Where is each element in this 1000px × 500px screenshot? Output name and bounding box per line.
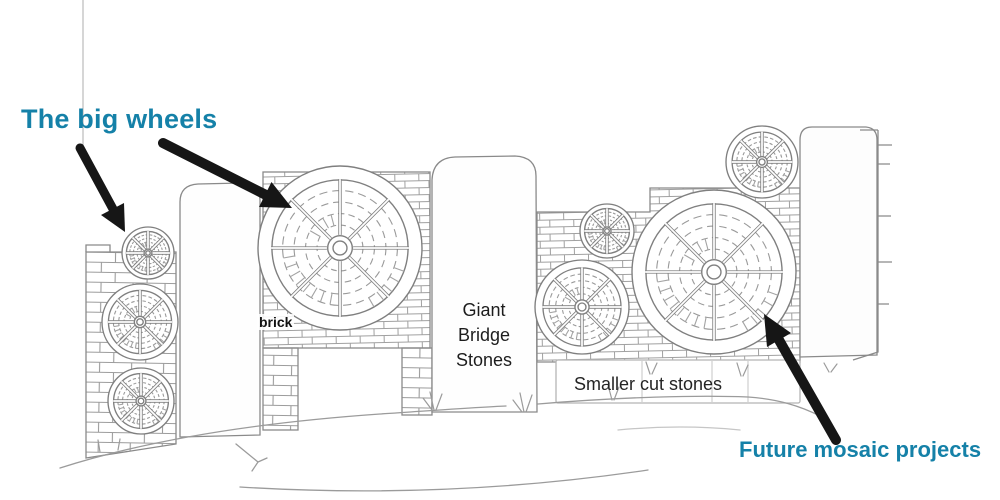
wheel-mid-medium <box>534 259 630 355</box>
arrow-to-central-wheel <box>158 138 292 208</box>
ground-lines <box>59 395 821 492</box>
wheel-left-middle <box>101 283 179 361</box>
monolith-giant-bridge-stone <box>431 155 538 413</box>
wheel-mid-small <box>579 203 635 259</box>
brick-label: brick <box>257 314 295 330</box>
big-wheels-label: The big wheels <box>21 104 218 134</box>
smaller-cut-stones-label: Smaller cut stones <box>574 374 723 394</box>
arrow-to-right-wheel <box>764 314 841 445</box>
wall-left-step <box>85 244 111 252</box>
future-mosaic-label: Future mosaic projects <box>739 437 982 462</box>
wheel-right-top <box>725 125 799 199</box>
wheel-central-big <box>256 164 424 332</box>
wheel-left-top <box>121 226 175 280</box>
giant-bridge-stones-label: Giant Bridge Stones <box>455 300 513 370</box>
arrow-to-left-wheels <box>75 143 125 232</box>
wheel-left-bottom <box>107 367 175 435</box>
monolith-right <box>799 126 878 358</box>
wall-right-edge <box>852 129 892 361</box>
monolith-left <box>179 182 261 438</box>
annotation-arrows <box>75 138 841 445</box>
grass-tufts <box>97 361 838 453</box>
wall-central-left-strip <box>262 347 299 431</box>
